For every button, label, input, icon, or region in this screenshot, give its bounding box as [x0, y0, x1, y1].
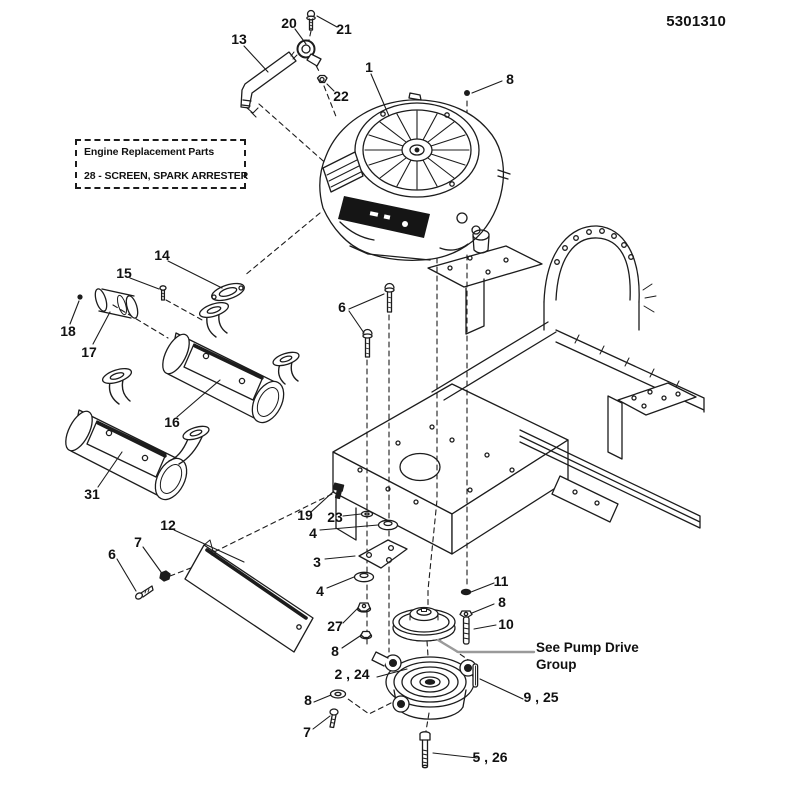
- callout-8-bottom: 8: [304, 692, 312, 708]
- callout-4-upper: 4: [309, 525, 317, 541]
- callout-10: 10: [498, 616, 514, 632]
- muffler-31: [65, 367, 210, 501]
- callout-13: 13: [231, 31, 247, 47]
- callout-7-left: 7: [134, 534, 142, 550]
- callout-21: 21: [336, 21, 352, 37]
- washer-4a: [377, 519, 399, 531]
- drain-pipe-13: [240, 51, 298, 118]
- bolt-6a: [384, 282, 395, 313]
- callout-8-right: 8: [498, 594, 506, 610]
- callout-14: 14: [154, 247, 170, 263]
- callout-18: 18: [60, 323, 76, 339]
- callout-27: 27: [327, 618, 343, 634]
- washer-4b: [353, 571, 375, 583]
- washer-23: [360, 510, 374, 518]
- muffler-16: [162, 301, 300, 424]
- alignment-dashed-lines: [112, 30, 471, 732]
- callout-2-24: 2 , 24: [334, 666, 370, 682]
- washer-8-bottom: [329, 689, 347, 699]
- gasket-14: [211, 282, 245, 302]
- key-9-25: [472, 663, 479, 688]
- callout-9-25: 9 , 25: [523, 689, 559, 705]
- document-number: 5301310: [666, 13, 726, 30]
- screw-7-bottom: [329, 708, 339, 729]
- engine-replacement-note-box: Engine Replacement Parts 28 - SCREEN, SP…: [75, 139, 249, 189]
- washer-11: [460, 588, 472, 596]
- callout-12: 12: [160, 517, 176, 533]
- nut-8-right: [459, 610, 473, 618]
- callout-4-lower: 4: [316, 583, 324, 599]
- frame-illustration: [332, 225, 705, 555]
- callout-1: 1: [365, 59, 373, 75]
- callout-8-top: 8: [506, 71, 514, 87]
- screw-6-left: [134, 585, 154, 600]
- callout-15: 15: [116, 265, 132, 281]
- bolt-19: [332, 482, 345, 500]
- screw-21: [306, 9, 316, 31]
- callout-16: 16: [164, 414, 180, 430]
- callout-31: 31: [84, 486, 100, 502]
- stud-10: [462, 616, 470, 645]
- callout-17: 17: [81, 344, 97, 360]
- nut-8-center: [359, 630, 373, 640]
- clutch-assembly: [371, 651, 477, 720]
- nut-22: [316, 74, 328, 84]
- callout-5-26: 5 , 26: [472, 749, 508, 765]
- callout-6-left: 6: [108, 546, 116, 562]
- screw-15: [159, 285, 167, 301]
- deflector-12: [184, 539, 314, 653]
- callout-8-center: 8: [331, 643, 339, 659]
- pump-note-line-1: See Pump Drive: [536, 640, 639, 655]
- bolt-6b: [362, 328, 373, 358]
- pump-group-leader: [436, 638, 536, 654]
- pump-drive-note: See Pump Drive Group: [536, 639, 639, 673]
- bolt-5-26: [419, 731, 431, 769]
- pump-note-line-2: Group: [536, 657, 577, 672]
- note-line-2: 28 - SCREEN, SPARK ARRESTER: [84, 170, 249, 182]
- callout-11: 11: [493, 573, 509, 589]
- leader-lines: [69, 15, 524, 759]
- rivet-18: [77, 294, 83, 300]
- callout-6-frame: 6: [338, 299, 346, 315]
- callout-3: 3: [313, 554, 321, 570]
- callout-7-bottom: 7: [303, 724, 311, 740]
- clamp-20: [296, 39, 322, 67]
- callout-23: 23: [327, 509, 343, 525]
- callout-22: 22: [333, 88, 349, 104]
- callout-19: 19: [297, 507, 313, 523]
- callout-20: 20: [281, 15, 297, 31]
- nut-7-left: [159, 570, 171, 582]
- engine-illustration: [319, 92, 511, 261]
- pump-drive-pulley: [392, 606, 456, 642]
- note-line-1: Engine Replacement Parts: [84, 146, 215, 158]
- slip-tube-17: [94, 288, 139, 319]
- nut-27: [356, 602, 372, 613]
- plate-3: [358, 539, 408, 569]
- screw-8-top: [464, 90, 470, 96]
